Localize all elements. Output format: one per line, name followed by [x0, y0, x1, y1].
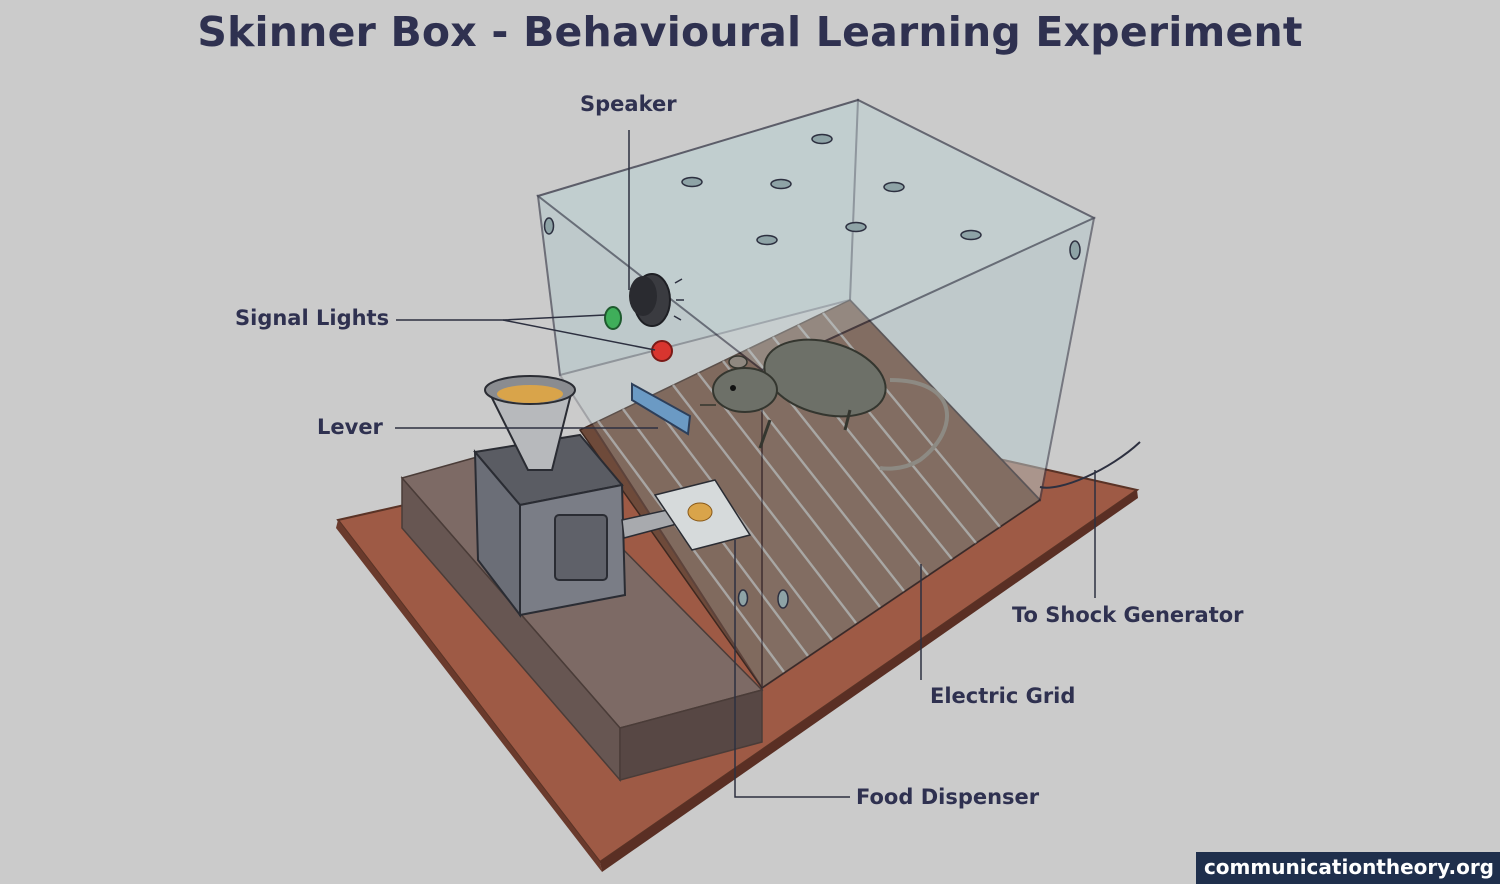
cage-left-wall	[536, 193, 763, 692]
rat	[700, 338, 950, 471]
label-lever: Lever	[317, 415, 383, 439]
page-title: Skinner Box - Behavioural Learning Exper…	[197, 8, 1303, 56]
base-board-edge	[336, 520, 602, 872]
label-to-shock-generator: To Shock Generator	[1012, 603, 1244, 627]
signal-light-green	[604, 306, 622, 330]
shock-cable	[1039, 441, 1141, 489]
label-food-dispenser: Food Dispenser	[856, 785, 1040, 809]
speaker-device	[629, 273, 684, 327]
cage-top	[535, 98, 1097, 372]
platform-side	[619, 689, 763, 781]
cage-back-wall	[536, 98, 860, 377]
label-signal-lights: Signal Lights	[235, 306, 390, 330]
label-electric-grid: Electric Grid	[930, 684, 1076, 708]
leader-lines	[395, 130, 1096, 798]
air-holes	[543, 133, 1081, 609]
cage-floor	[578, 299, 1042, 690]
watermark: communicationtheory.org	[1195, 852, 1500, 884]
food-dispenser-device	[473, 375, 752, 618]
cage-right-wall	[848, 98, 1096, 503]
signal-light-red	[651, 340, 673, 362]
lever-device	[631, 382, 692, 436]
label-speaker: Speaker	[580, 92, 677, 116]
